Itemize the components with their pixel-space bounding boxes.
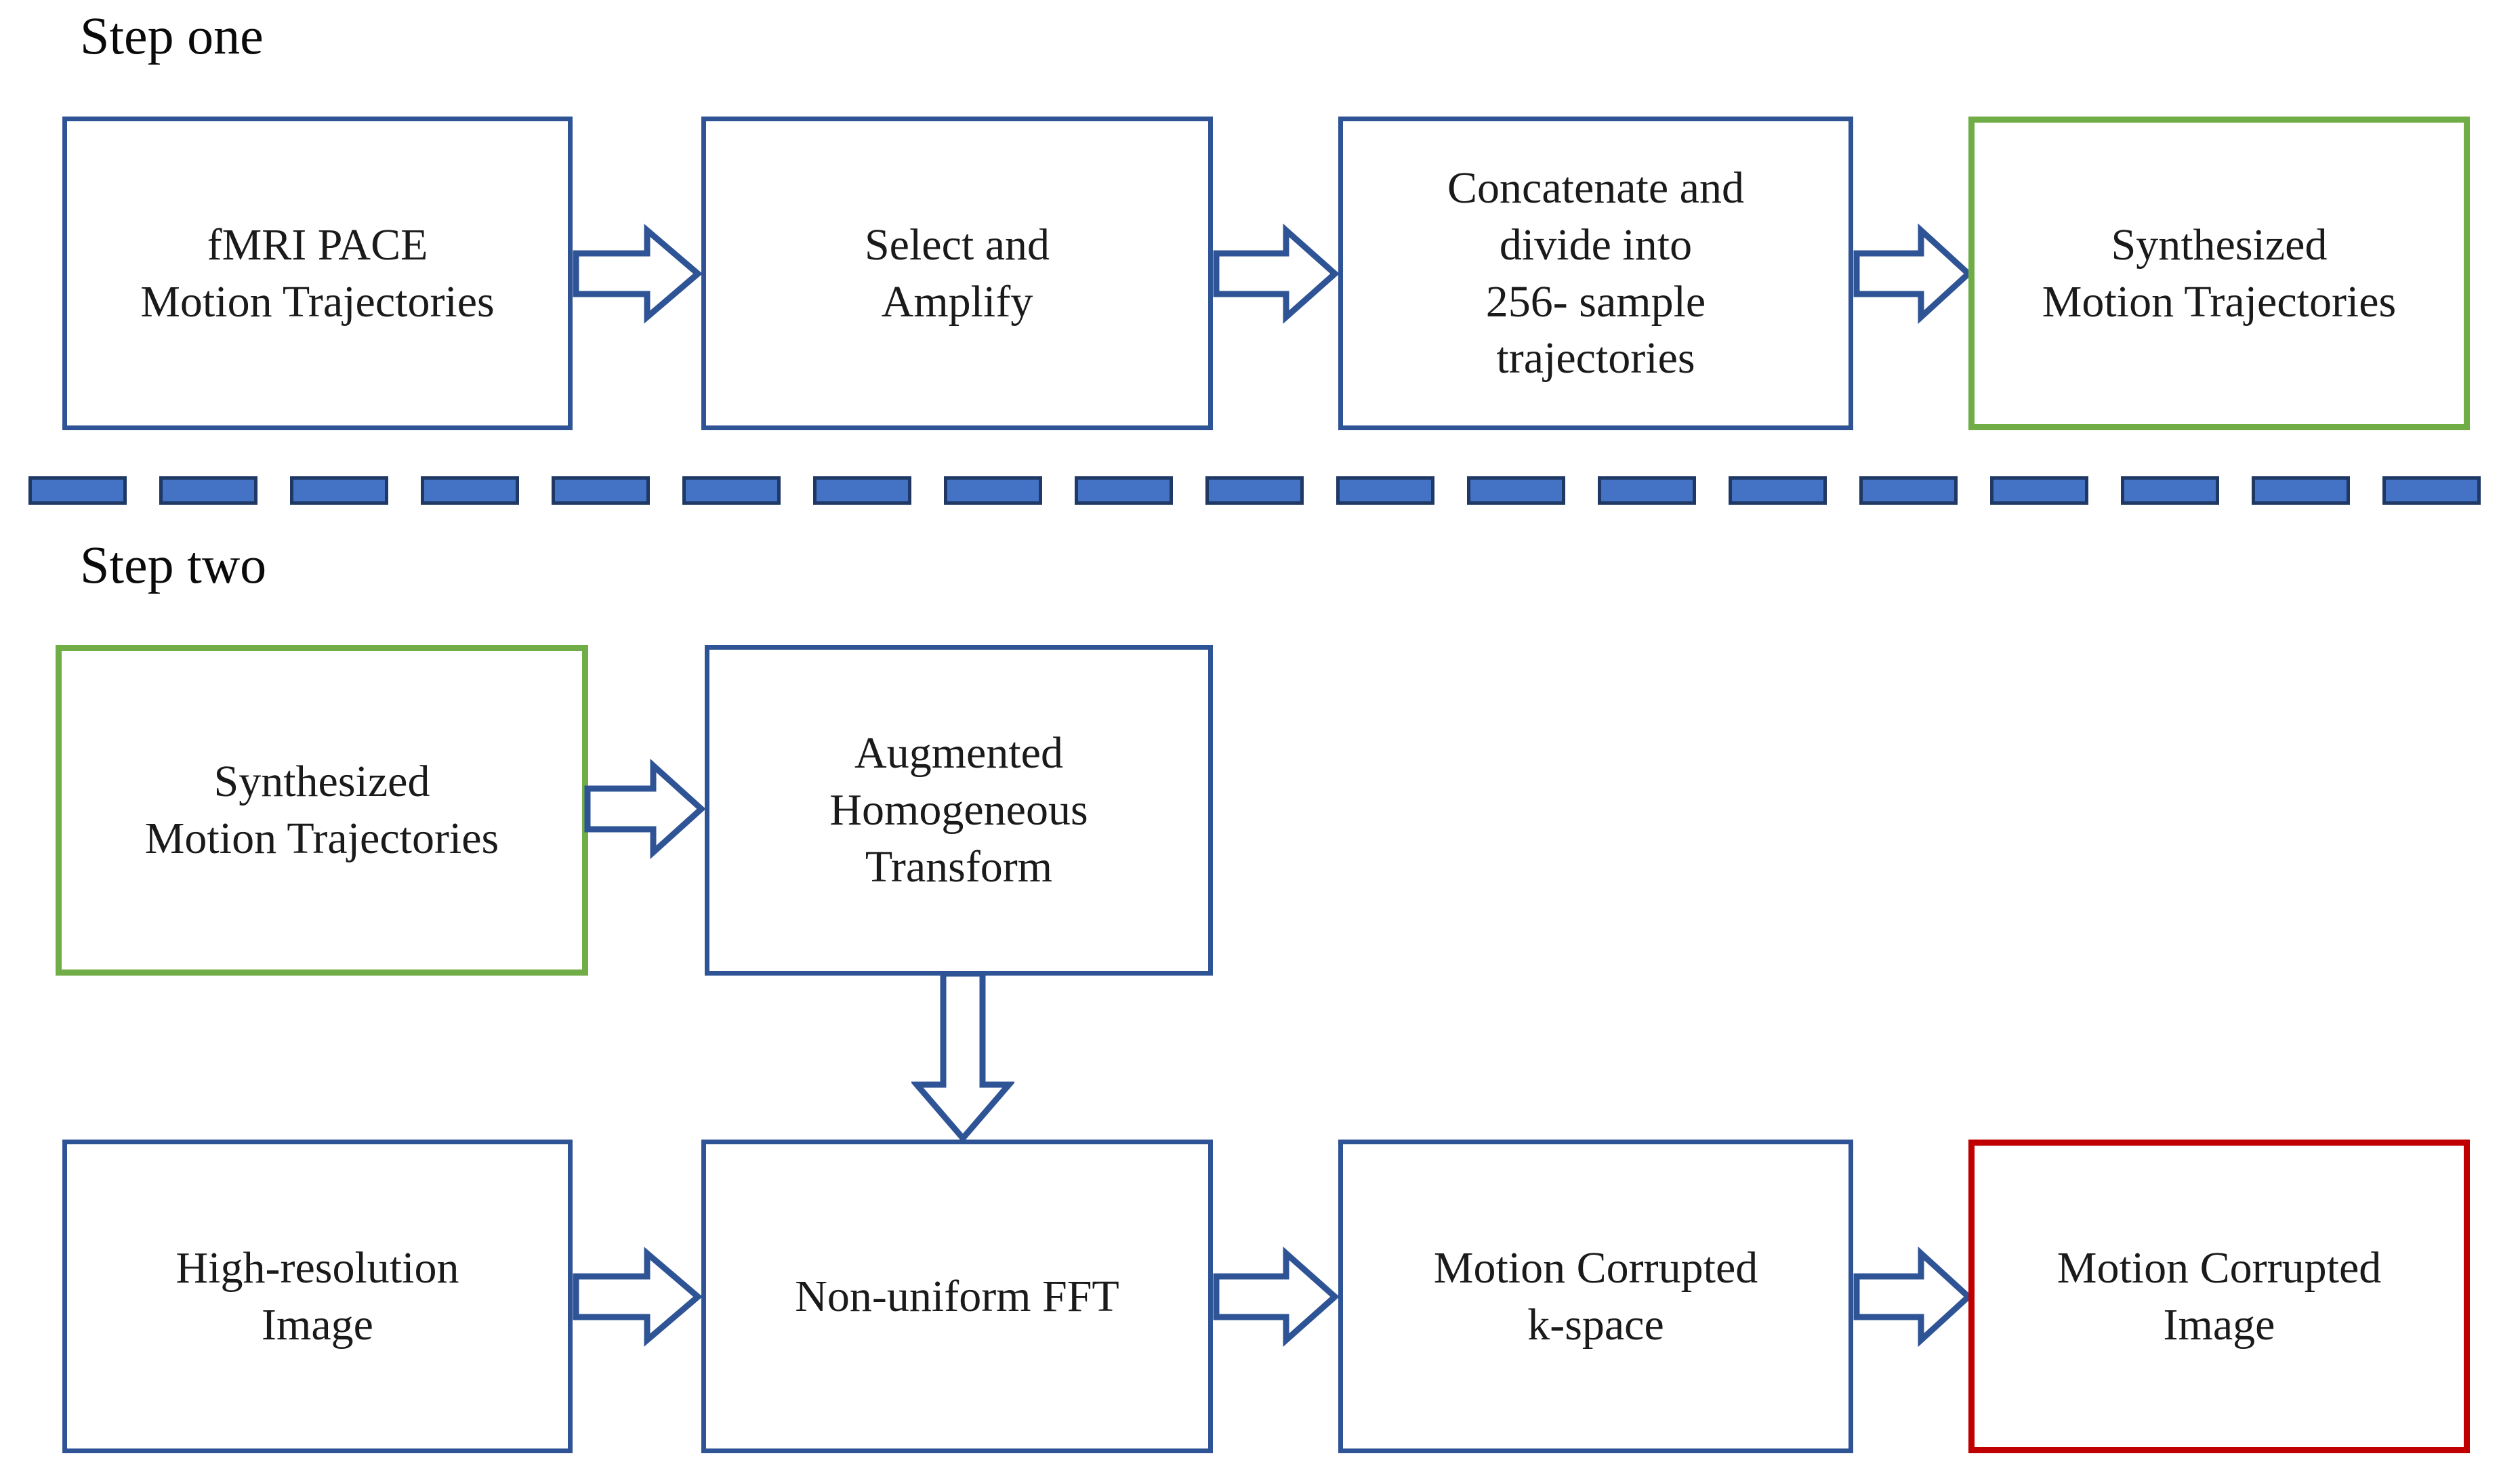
box-label: Motion Corrupted k-space [1433,1243,1758,1350]
divider-dash [682,476,781,505]
box-label: fMRI PACE Motion Trajectories [140,220,495,327]
step-two-label: Step two [80,535,267,594]
box-select-and-amplify[interactable]: Select and Amplify [701,117,1213,430]
divider-dash [421,476,519,505]
box-augmented-homogeneous-transform[interactable]: Augmented Homogeneous Transform [705,645,1213,976]
divider-dash [813,476,911,505]
arrow-right-icon-select-to-concatenate [1213,224,1338,324]
divider-dash [552,476,650,505]
box-label: Synthesized Motion Trajectories [144,757,499,863]
box-synthesized-motion-trajectories-2[interactable]: Synthesized Motion Trajectories [56,645,588,976]
dashed-divider [28,476,2502,505]
divider-dash [159,476,257,505]
arrow-right-icon-highres-to-nufft [573,1247,701,1347]
arrow-down-icon-augmented-to-nufft [911,972,1014,1142]
divider-dash [1729,476,1827,505]
box-fmri-pace-motion-trajectories[interactable]: fMRI PACE Motion Trajectories [62,117,573,430]
box-label: Concatenate and divide into 256- sample … [1447,163,1744,383]
divider-dash [1859,476,1958,505]
divider-dash [2382,476,2481,505]
box-synthesized-motion-trajectories[interactable]: Synthesized Motion Trajectories [1968,117,2470,430]
divider-dash [1598,476,1696,505]
box-label: Non-uniform FFT [795,1271,1119,1321]
arrow-right-icon-concatenate-to-synthesized [1853,224,1972,324]
arrow-right-icon-fmri-to-select [573,224,701,324]
box-motion-corrupted-image[interactable]: Motion Corrupted Image [1968,1140,2470,1453]
box-label: High-resolution Image [175,1243,459,1350]
divider-dash [1336,476,1434,505]
box-high-resolution-image[interactable]: High-resolution Image [62,1140,573,1453]
arrow-right-icon-kspace-to-image [1853,1247,1972,1347]
divider-dash [944,476,1042,505]
box-label: Augmented Homogeneous Transform [829,728,1088,892]
divider-dash [1075,476,1173,505]
divider-dash [2121,476,2219,505]
divider-dash [290,476,388,505]
box-motion-corrupted-k-space[interactable]: Motion Corrupted k-space [1338,1140,1853,1453]
box-label: Synthesized Motion Trajectories [2042,220,2397,327]
divider-dash [2252,476,2350,505]
box-label: Motion Corrupted Image [2057,1243,2382,1350]
divider-dash [1205,476,1304,505]
box-concatenate-and-divide[interactable]: Concatenate and divide into 256- sample … [1338,117,1853,430]
box-non-uniform-fft[interactable]: Non-uniform FFT [701,1140,1213,1453]
step-one-label: Step one [80,6,264,65]
arrow-right-icon-synthesized-to-augmented [584,759,705,859]
box-label: Select and Amplify [864,220,1050,327]
arrow-right-icon-nufft-to-kspace [1213,1247,1338,1347]
divider-dash [1990,476,2088,505]
divider-dash [1467,476,1565,505]
divider-dash [28,476,127,505]
